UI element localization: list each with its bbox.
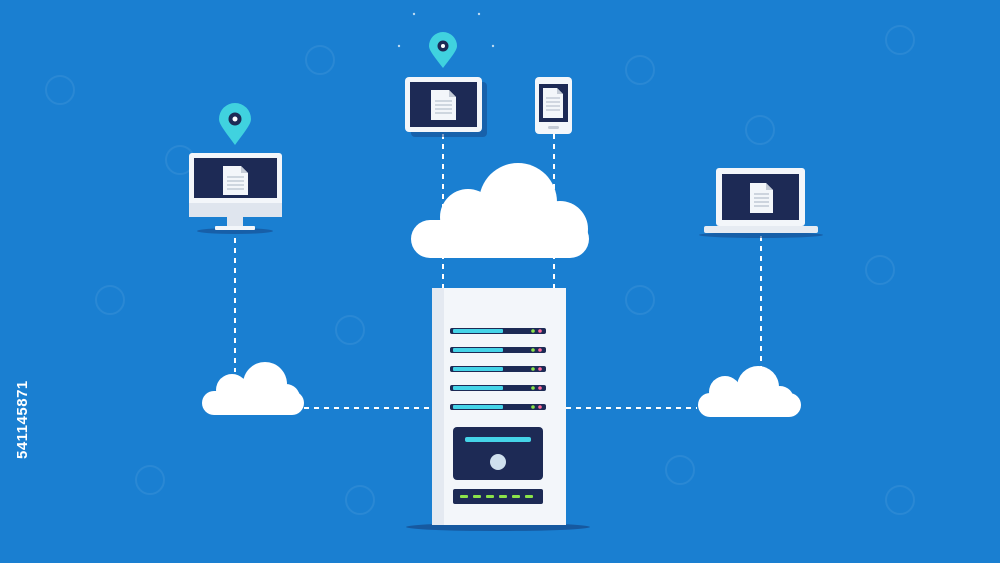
server-footer-led [473,495,481,498]
document-icon [543,88,563,118]
server-led [531,348,535,352]
document-icon [750,183,773,213]
server-slots [450,328,546,410]
laptop-base [704,226,818,233]
laptop-shadow [699,232,823,238]
server-footer-led [525,495,533,498]
phone [535,77,572,134]
watermark-pattern [45,25,915,515]
server-slot [450,385,546,391]
server-footer-led [499,495,507,498]
location-pin-dot [232,116,238,122]
server-led [531,367,535,371]
server-slot [450,404,546,410]
server-led [538,348,542,352]
server-panel-bar [465,437,531,442]
phone-home-bar [548,126,559,129]
tablet [405,32,487,137]
server-led [531,329,535,333]
server-led [538,386,542,390]
location-pin-dot [441,44,445,48]
server-led [538,367,542,371]
cloud-icon [202,163,801,417]
monitor-neck [227,217,243,226]
server-slot [450,366,546,372]
server-panel [453,427,543,480]
server-led [531,405,535,409]
laptop [699,168,823,238]
server-footer-led [460,495,468,498]
server-led [538,405,542,409]
stock-id-text: 541145871 [14,380,31,460]
document-icon [431,90,456,120]
server-footer-led [512,495,520,498]
server-slot [450,328,546,334]
server-footer-leds [460,495,533,498]
decorative-dots [397,12,495,48]
server-led [538,329,542,333]
server-slot [450,347,546,353]
server-body-shade [432,288,444,525]
cloud-center [411,163,589,258]
cloud-right [698,366,801,417]
server-led [531,386,535,390]
monitor-foot [215,226,255,230]
server-footer-led [486,495,494,498]
document-icon [223,166,248,195]
monitor-chin [189,203,282,217]
server-icon [406,288,590,531]
connector-lines [234,134,762,409]
cloud-left [202,362,304,415]
server-panel-button [490,454,506,470]
desktop-monitor [189,103,282,234]
server-footer [453,489,543,504]
